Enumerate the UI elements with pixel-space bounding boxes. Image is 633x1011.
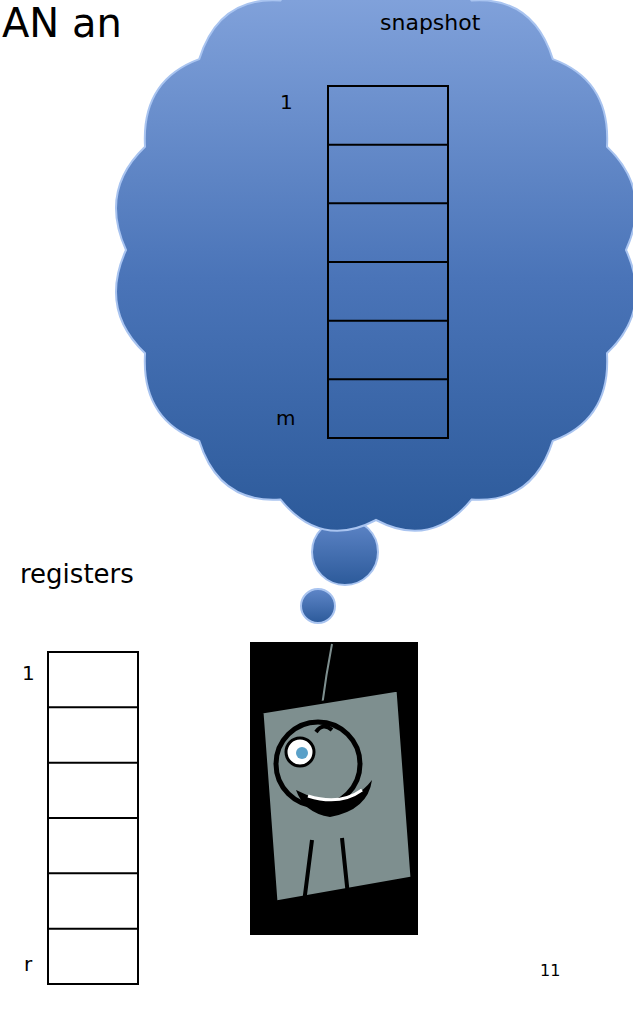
- page-number: 11: [540, 962, 560, 980]
- index-label: m: [276, 407, 295, 430]
- array-cells: [14, 560, 144, 990]
- index-label: 1: [22, 662, 35, 685]
- cloud-shape: [120, 0, 633, 545]
- thought-cloud: snapshot1m: [120, 0, 633, 545]
- register-array: registers 1 r: [14, 560, 144, 990]
- index-label: r: [24, 953, 32, 976]
- array-heading: registers: [20, 560, 134, 590]
- cloud-heading: snapshot: [380, 10, 480, 35]
- array-cells: [268, 85, 450, 439]
- slide-title: AN an: [2, 0, 122, 46]
- thinker-figure: [250, 642, 418, 935]
- index-label: 1: [280, 91, 293, 114]
- snapshot-array: 1m: [268, 85, 450, 439]
- thought-bubble: [301, 589, 335, 623]
